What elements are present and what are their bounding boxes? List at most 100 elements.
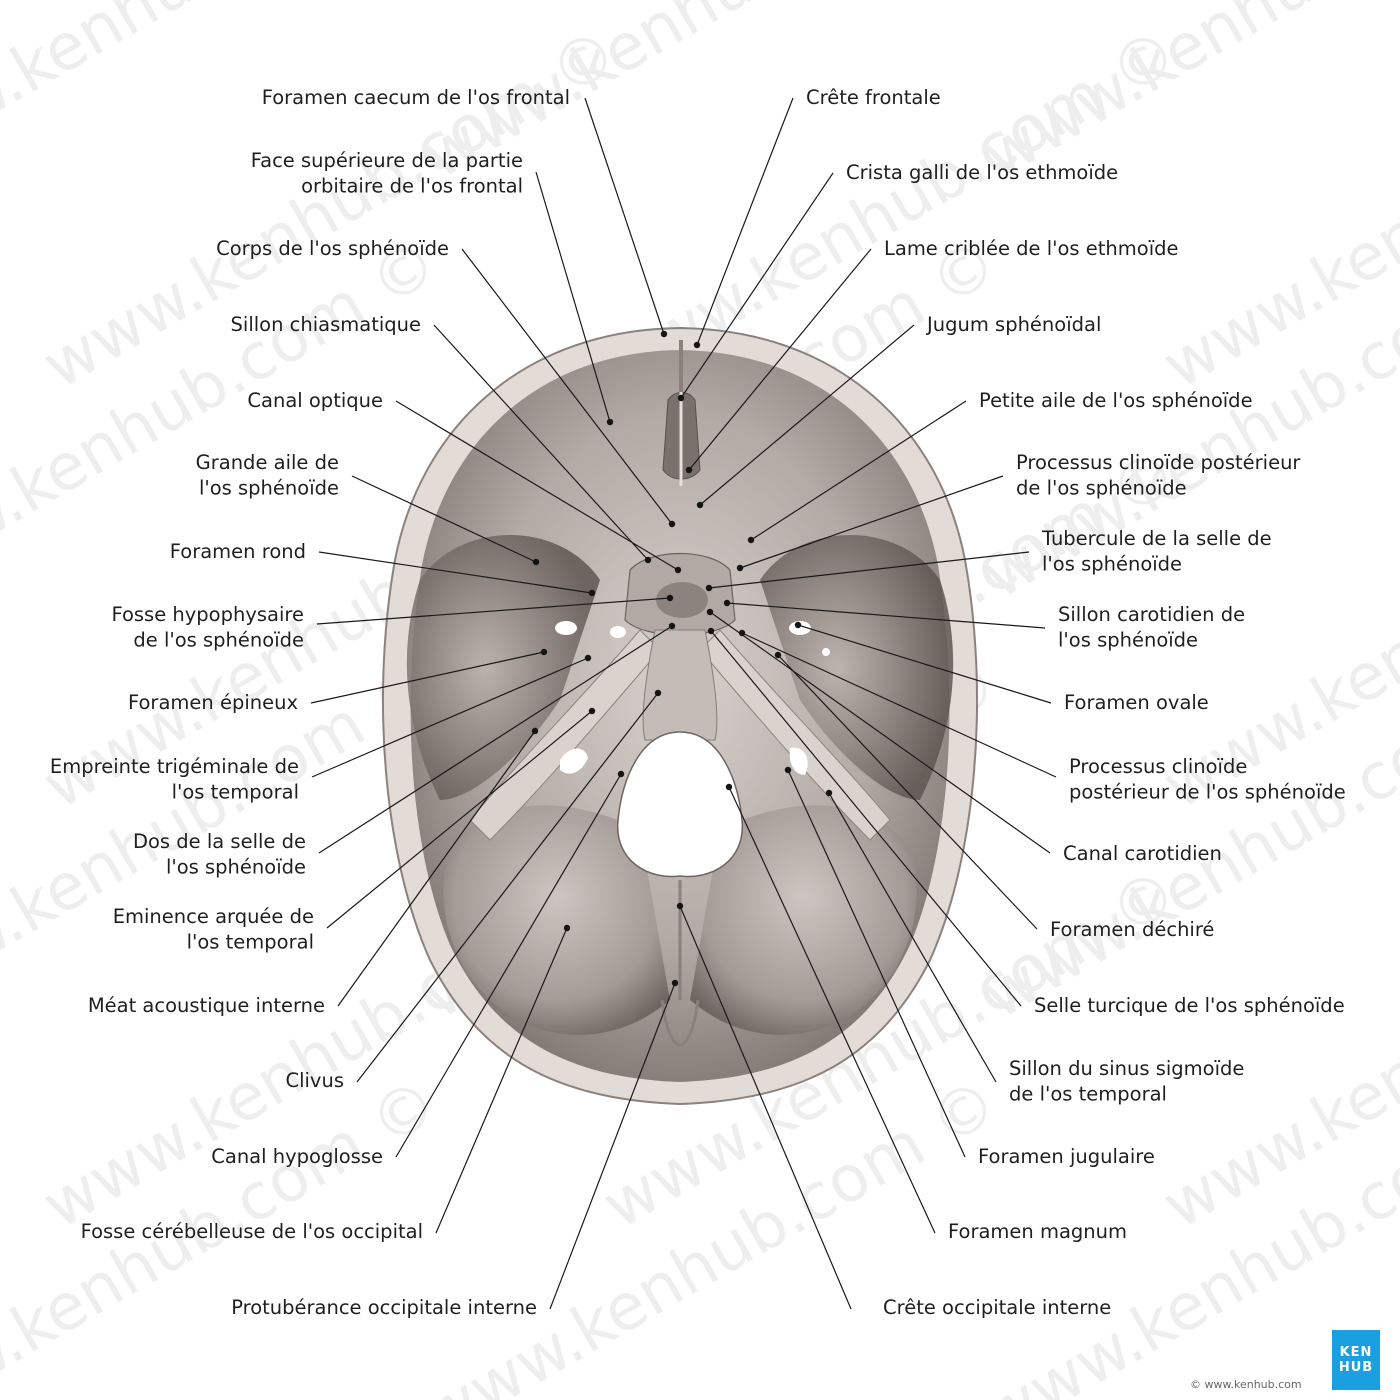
pointer-dot-petite-aile bbox=[747, 536, 755, 544]
pointer-dot-crete-frontale bbox=[693, 341, 701, 349]
label-foramen-magnum: Foramen magnum bbox=[948, 1220, 1127, 1243]
pointer-dot-empreinte-trigeminale bbox=[584, 654, 592, 662]
label-line: l'os sphénoïde bbox=[1058, 629, 1198, 652]
foramen-jugulaire-left bbox=[560, 748, 588, 774]
pointer-dot-sillon-carotidien bbox=[723, 599, 731, 607]
pointer-dot-clivus bbox=[654, 689, 662, 697]
pointer-dot-canal-hypoglosse bbox=[617, 770, 625, 778]
label-line: de l'os sphénoïde bbox=[1016, 477, 1187, 500]
label-line: l'os sphénoïde bbox=[199, 477, 339, 500]
pointer-dot-foramen-epineux bbox=[540, 648, 548, 656]
label-line: l'os temporal bbox=[172, 781, 299, 804]
label-line: Crista galli de l'os ethmoïde bbox=[846, 161, 1118, 184]
foramen-ovale-right bbox=[789, 621, 811, 635]
label-foramen-dechire: Foramen déchiré bbox=[1050, 918, 1214, 941]
leader-fosse-cerebelleuse bbox=[435, 927, 568, 1234]
pointer-dot-foramen-jugulaire bbox=[784, 766, 792, 774]
pointer-dot-meat-acoustique bbox=[531, 727, 539, 735]
pointer-dot-foramen-ovale bbox=[794, 621, 802, 629]
pointer-dot-fosse-cerebelleuse bbox=[563, 924, 571, 932]
pointer-dot-grande-aile bbox=[532, 558, 540, 566]
pointer-dot-sillon-chiasmatique bbox=[644, 556, 652, 564]
label-protuberance: Protubérance occipitale interne bbox=[231, 1296, 537, 1319]
foramen-lacerum-left bbox=[610, 626, 626, 638]
pointer-dot-eminence-arquee bbox=[588, 707, 596, 715]
leader-canal-optique bbox=[395, 400, 679, 571]
foramen-jugulaire-right bbox=[789, 747, 808, 775]
leader-dos-selle bbox=[318, 625, 673, 854]
pointer-dot-foramen-rond bbox=[588, 589, 596, 597]
leader-sillon-sinus bbox=[828, 792, 997, 1083]
leader-clivus bbox=[356, 692, 659, 1083]
pointer-dot-crete-occipitale bbox=[676, 902, 684, 910]
kenhub-logo[interactable]: KEN HUB bbox=[1332, 1330, 1380, 1390]
label-line: Canal hypoglosse bbox=[211, 1145, 383, 1168]
clivus-shape bbox=[642, 629, 718, 741]
label-line: l'os temporal bbox=[187, 931, 314, 954]
label-line: Dos de la selle de bbox=[133, 830, 306, 853]
label-line: Crête frontale bbox=[806, 86, 941, 109]
leader-face-superieure bbox=[535, 171, 611, 423]
pointer-dot-dos-selle bbox=[668, 622, 676, 630]
middle-fossa-left bbox=[406, 535, 600, 800]
label-grande-aile: Grande aile de l'os sphénoïde bbox=[196, 451, 339, 500]
label-face-superieure: Face supérieure de la partie orbitaire de… bbox=[251, 149, 523, 198]
pointer-dot-fosse-hypophysaire bbox=[666, 594, 674, 602]
label-sillon-carotidien: Sillon carotidien de l'os sphénoïde bbox=[1058, 603, 1245, 652]
pointer-dot-processus-clinoide-post-1 bbox=[736, 564, 744, 572]
pointer-dot-canal-optique bbox=[674, 566, 682, 574]
leader-fosse-hypophysaire bbox=[316, 597, 671, 625]
label-line: de l'os sphénoïde bbox=[133, 629, 304, 652]
label-line: Grande aile de bbox=[196, 451, 339, 474]
leader-lame-criblee bbox=[688, 248, 872, 471]
leader-protuberance bbox=[549, 982, 676, 1310]
leader-meat-acoustique bbox=[337, 730, 536, 1007]
pointer-dot-tubercule-selle bbox=[705, 584, 713, 592]
label-line: Sillon carotidien de bbox=[1058, 603, 1245, 626]
label-corps-sphenoide: Corps de l'os sphénoïde bbox=[216, 237, 449, 260]
label-line: Eminence arquée de bbox=[113, 905, 314, 928]
pointer-dot-foramen-caecum bbox=[660, 330, 668, 338]
leader-eminence-arquee bbox=[326, 710, 593, 929]
middle-fossa-right bbox=[760, 535, 954, 800]
label-line: Sillon du sinus sigmoïde bbox=[1009, 1057, 1244, 1080]
pointer-dot-processus-clinoide-post-2 bbox=[738, 629, 746, 637]
label-line: Face supérieure de la partie bbox=[251, 149, 523, 172]
leader-selle-turcique bbox=[710, 630, 1022, 1007]
label-line: Foramen magnum bbox=[948, 1220, 1127, 1243]
pointer-dot-lame-criblee bbox=[685, 466, 693, 474]
leader-sillon-chiasmatique bbox=[433, 324, 649, 561]
leader-processus-clinoide-post-2 bbox=[741, 632, 1057, 778]
logo-line-2: HUB bbox=[1338, 1360, 1374, 1375]
leader-foramen-magnum bbox=[728, 786, 936, 1234]
label-clivus: Clivus bbox=[285, 1069, 344, 1092]
credit-text: © www.kenhub.com bbox=[1190, 1378, 1302, 1391]
label-line: Canal optique bbox=[247, 389, 383, 412]
pointer-dot-foramen-magnum bbox=[725, 783, 733, 791]
label-fosse-cerebelleuse: Fosse cérébelleuse de l'os occipital bbox=[81, 1220, 423, 1243]
pointer-dot-sillon-sinus bbox=[825, 789, 833, 797]
pointer-dot-foramen-dechire bbox=[774, 651, 782, 659]
skull-base-illustration bbox=[381, 326, 979, 1106]
label-fosse-hypophysaire: Fosse hypophysaire de l'os sphénoïde bbox=[111, 603, 304, 652]
leader-empreinte-trigeminale bbox=[311, 657, 589, 778]
label-petite-aile: Petite aile de l'os sphénoïde bbox=[979, 389, 1253, 412]
label-eminence-arquee: Eminence arquée de l'os temporal bbox=[113, 905, 314, 954]
label-line: Foramen rond bbox=[170, 540, 306, 563]
label-crete-frontale: Crête frontale bbox=[806, 86, 941, 109]
label-foramen-ovale: Foramen ovale bbox=[1064, 691, 1209, 714]
label-line: orbitaire de l'os frontal bbox=[301, 175, 523, 198]
label-line: Fosse hypophysaire bbox=[111, 603, 304, 626]
foramen-spinosum-right bbox=[822, 648, 830, 656]
leader-corps-sphenoide bbox=[461, 248, 673, 525]
leader-lines bbox=[310, 97, 1057, 1310]
label-line: Processus clinoïde postérieur bbox=[1016, 451, 1301, 474]
label-canal-carotidien: Canal carotidien bbox=[1063, 842, 1222, 865]
label-line: postérieur de l'os sphénoïde bbox=[1069, 781, 1346, 804]
leader-crista-galli bbox=[680, 172, 834, 399]
leader-foramen-caecum bbox=[584, 97, 665, 335]
label-line: Sillon chiasmatique bbox=[231, 313, 421, 336]
pointer-dot-canal-carotidien bbox=[706, 608, 714, 616]
label-line: Processus clinoïde bbox=[1069, 755, 1247, 778]
